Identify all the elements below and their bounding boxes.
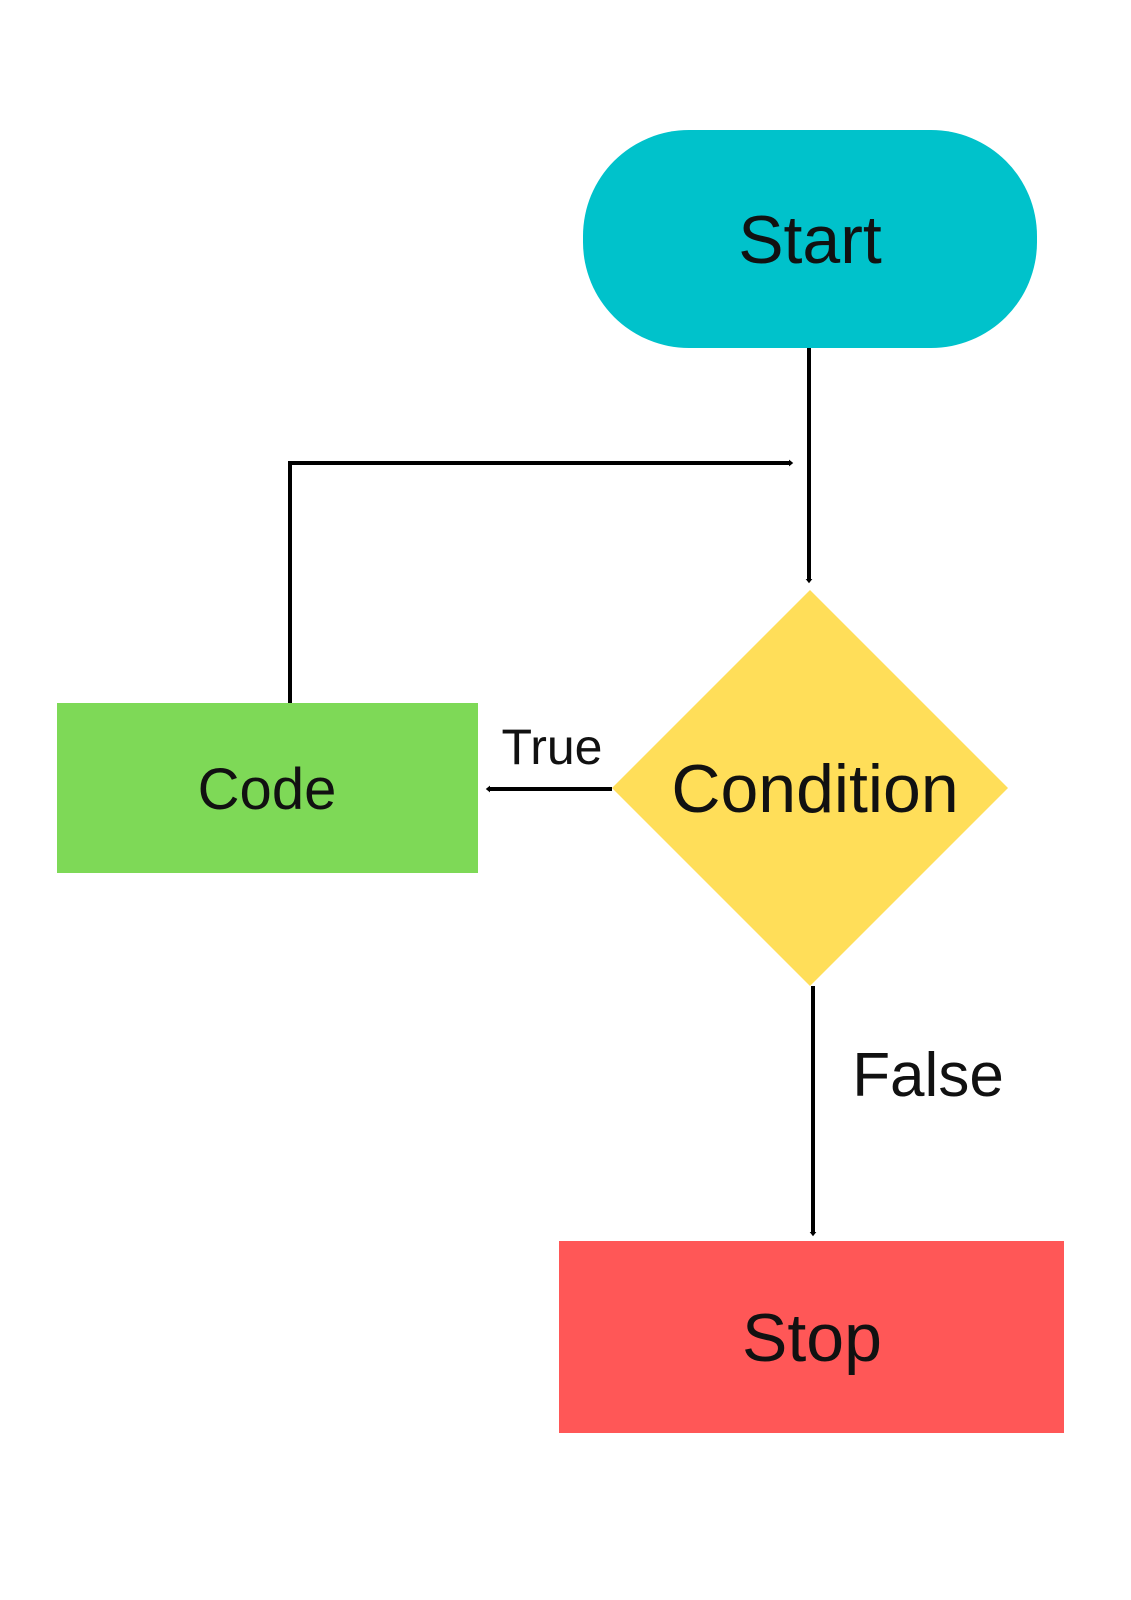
condition-shape (612, 590, 1008, 986)
edge-label-false: False (852, 1041, 1004, 1110)
code-shape (57, 703, 478, 873)
node-stop: Stop (559, 1241, 1064, 1433)
stop-shape (559, 1241, 1064, 1433)
code-label: Code (198, 757, 337, 822)
condition-label: Condition (671, 751, 958, 827)
node-condition: Condition (612, 590, 1008, 986)
start-label: Start (738, 202, 882, 278)
start-shape (583, 130, 1037, 348)
stop-label: Stop (742, 1300, 882, 1376)
edge-layer (288, 348, 813, 1233)
edge-code-to-condition-loop (288, 463, 790, 703)
edge-label-true: True (502, 719, 603, 775)
node-code: Code (57, 703, 478, 873)
node-start: Start (583, 130, 1037, 348)
